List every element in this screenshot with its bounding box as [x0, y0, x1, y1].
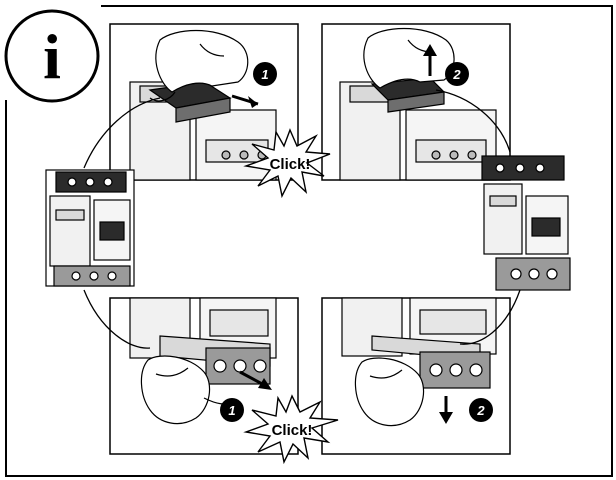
step-badge-bottom-left: 1 [220, 398, 244, 422]
bottom-left-artwork [129, 297, 277, 425]
step-badge-top-right: 2 [445, 62, 469, 86]
right-contactor [481, 155, 571, 291]
click-callout-bottom: Click! [243, 394, 339, 465]
outer-frame [5, 5, 613, 477]
step-badge-top-left: 1 [253, 62, 277, 86]
svg-text:1: 1 [261, 67, 268, 82]
bottom-right-artwork [341, 297, 497, 427]
step-badge-bottom-right: 2 [469, 398, 493, 422]
svg-text:2: 2 [476, 403, 485, 418]
svg-text:i: i [43, 21, 61, 92]
left-contactor [45, 169, 135, 287]
top-right-artwork [339, 27, 497, 181]
top-left-artwork [129, 29, 277, 181]
click-label-top: Click! [270, 156, 311, 173]
information-icon: i [4, 9, 100, 103]
svg-text:1: 1 [228, 403, 235, 418]
connector-curves [83, 89, 521, 349]
svg-text:2: 2 [452, 67, 461, 82]
step-badges: 1 2 1 2 [220, 62, 493, 422]
click-callout-top: Click! [243, 128, 331, 199]
click-label-bottom: Click! [272, 422, 313, 439]
